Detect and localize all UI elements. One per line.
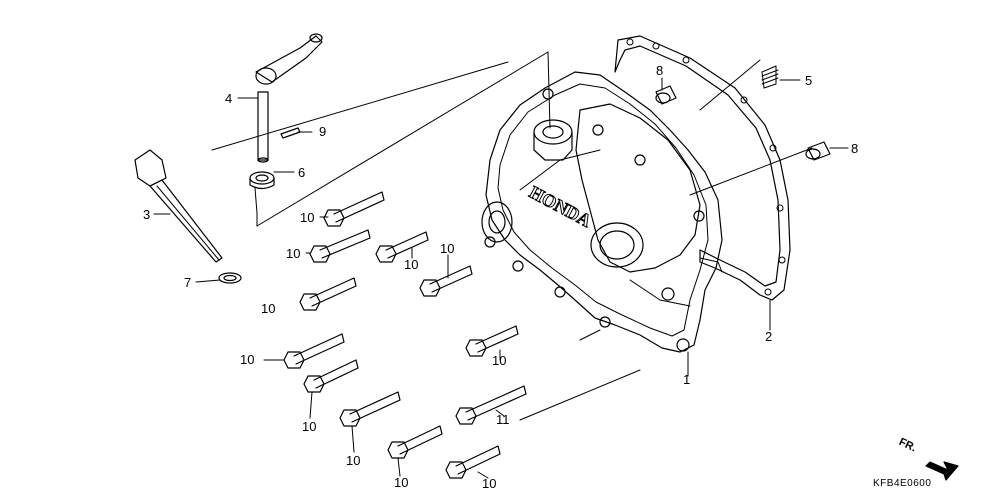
callout-10: 10 xyxy=(394,475,409,490)
cover-round-port-inner xyxy=(599,230,635,260)
callout-10: 10 xyxy=(492,353,507,368)
callout-5: 5 xyxy=(805,73,813,88)
cover-raised-boss xyxy=(575,103,701,273)
cover-inner-rim xyxy=(497,83,709,337)
callout-2: 2 xyxy=(765,329,773,344)
cover-bolt-boss xyxy=(592,124,604,136)
flange-bolt xyxy=(419,265,473,297)
callout-10: 10 xyxy=(240,352,255,367)
shift-arm-tip xyxy=(309,33,323,43)
cover-bolt-boss xyxy=(693,210,705,222)
cover-bolt-boss xyxy=(512,260,524,272)
flange-bolt xyxy=(387,425,443,459)
spring xyxy=(761,65,779,89)
callout-6: 6 xyxy=(298,165,306,180)
callout-10: 10 xyxy=(261,301,276,316)
shift-arm-boss xyxy=(255,67,277,85)
flange-bolt xyxy=(309,229,371,263)
callout-10: 10 xyxy=(300,210,315,225)
callout-10: 10 xyxy=(482,476,497,491)
gasket xyxy=(614,35,791,301)
right-crankcase-cover xyxy=(485,71,723,353)
shift-shaft xyxy=(257,91,269,161)
flange-bolt xyxy=(465,325,519,357)
callout-1: 1 xyxy=(683,372,691,387)
cover-rib xyxy=(519,149,601,191)
callout-8: 8 xyxy=(656,63,664,78)
cover-round-port xyxy=(590,222,644,268)
cover-bolt-boss xyxy=(554,286,566,298)
front-direction-arrow xyxy=(925,461,959,481)
callout-9: 9 xyxy=(319,124,327,139)
flange-bolt xyxy=(323,191,385,227)
callout-10: 10 xyxy=(346,453,361,468)
callout-10: 10 xyxy=(440,241,455,256)
cover-left-port-inner xyxy=(488,210,506,234)
cover-bolt-boss xyxy=(542,88,554,100)
oil-seal-body xyxy=(249,177,275,190)
oil-seal-bore xyxy=(255,174,269,182)
callout-3: 3 xyxy=(143,207,151,222)
oil-filler-neck xyxy=(533,119,573,145)
figure-code: KFB4E0600 xyxy=(873,478,932,489)
shift-arm xyxy=(255,35,323,83)
callout-7: 7 xyxy=(184,275,192,290)
callout-4: 4 xyxy=(225,91,233,106)
dowel-pin-right xyxy=(805,141,831,161)
flange-bolt xyxy=(445,445,501,479)
flange-bolt xyxy=(303,359,359,393)
cover-bolt-boss xyxy=(599,316,611,328)
oil-filler-side xyxy=(533,131,573,161)
callout-10: 10 xyxy=(286,246,301,261)
callout-10: 10 xyxy=(302,419,317,434)
callout-8: 8 xyxy=(851,141,859,156)
gasket-bolt-holes xyxy=(626,38,786,296)
callout-leader-lines xyxy=(153,77,849,479)
oil-filler-opening xyxy=(542,125,564,139)
o-ring-inner xyxy=(223,274,237,282)
cover-rib xyxy=(629,279,691,307)
cover-bolt-boss xyxy=(676,338,690,352)
oil-seal xyxy=(249,171,275,185)
flange-bolt-long xyxy=(455,385,527,425)
oil-dipstick-rod-line xyxy=(156,185,220,261)
explode-guide-lines xyxy=(211,51,813,421)
spring-pin xyxy=(280,127,301,139)
oil-dipstick-rod xyxy=(149,179,223,263)
cover-left-port xyxy=(481,201,513,243)
o-ring xyxy=(218,272,242,284)
flange-bolt xyxy=(299,277,357,311)
oil-dipstick-cap xyxy=(134,149,167,187)
cover-bolt-boss xyxy=(484,236,496,248)
callout-11: 11 xyxy=(496,412,510,427)
callout-10: 10 xyxy=(404,257,419,272)
shift-shaft-end xyxy=(257,157,269,163)
flange-bolt xyxy=(283,333,345,369)
dowel-pin-upper xyxy=(655,85,677,105)
flange-bolt xyxy=(375,231,429,263)
cover-bolt-boss xyxy=(634,154,646,166)
cover-rib xyxy=(699,257,723,273)
flange-bolt xyxy=(339,391,401,427)
cover-bolt-boss xyxy=(661,287,675,301)
